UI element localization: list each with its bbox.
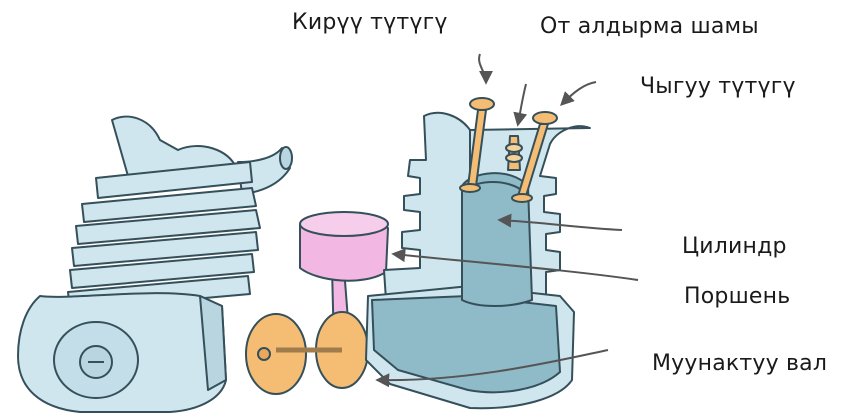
- arrow-intake: [479, 54, 486, 82]
- piston-assembly: [246, 212, 388, 394]
- arrow-spark: [518, 84, 526, 124]
- label-spark-plug: От алдырма шамы: [540, 14, 759, 39]
- label-intake-valve: Кирүү түтүгү: [292, 10, 448, 35]
- label-crankshaft: Муунактуу вал: [652, 351, 827, 376]
- label-exhaust-valve: Чыгуу түтүгү: [640, 74, 796, 99]
- arrow-exhaust: [562, 82, 596, 104]
- label-cylinder: Цилиндр: [682, 234, 787, 259]
- label-piston: Поршень: [684, 284, 790, 309]
